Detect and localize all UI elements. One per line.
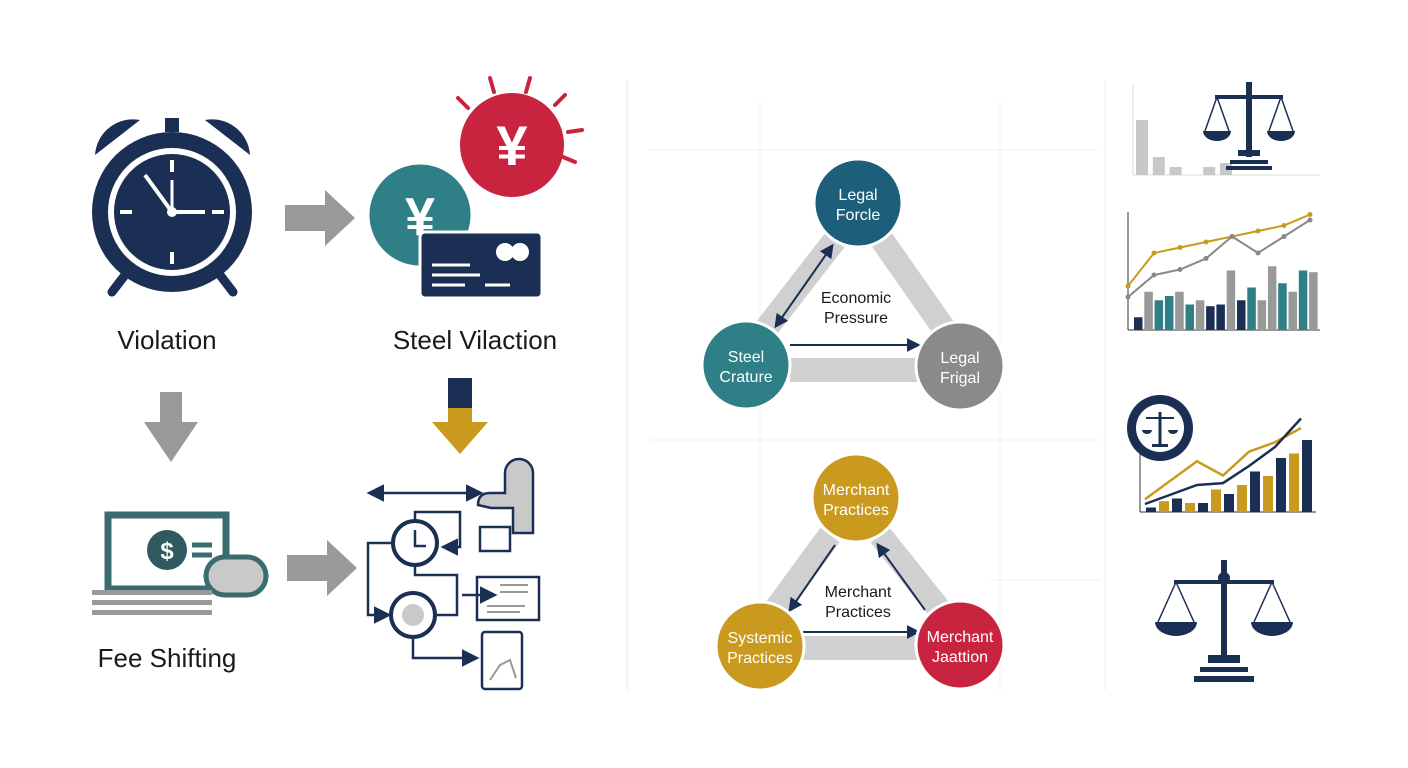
data-point [1307, 217, 1313, 223]
bar [1226, 270, 1236, 330]
bar-chart-1 [1132, 85, 1320, 176]
bar [1211, 489, 1221, 512]
data-point [1281, 223, 1287, 228]
data-point [1177, 267, 1183, 272]
bar [1172, 498, 1182, 512]
arrow-down-icon [432, 378, 488, 454]
bar [1288, 291, 1297, 330]
data-point [1229, 234, 1235, 239]
bar [1185, 503, 1195, 512]
data-point [1151, 250, 1157, 256]
bar [1144, 291, 1153, 330]
node-legal-forcle-line2: Forcle [836, 207, 881, 224]
bar [1237, 300, 1246, 330]
bar [1276, 458, 1286, 512]
data-point [1255, 228, 1261, 234]
label-fee-shifting: Fee Shifting [98, 643, 237, 673]
bar-line-chart-2 [1125, 212, 1320, 331]
bar [1169, 167, 1182, 175]
bar [1289, 453, 1299, 512]
bar [1203, 167, 1216, 175]
bar [1198, 503, 1208, 512]
scales-of-justice-icon [1203, 82, 1295, 170]
bar [1247, 287, 1256, 330]
bar [1298, 270, 1308, 330]
yen-symbol: ¥ [496, 114, 527, 177]
currency-icon: ¥ ¥ [366, 76, 584, 300]
series-line [1144, 426, 1302, 501]
center-label-line2: Practices [825, 604, 891, 621]
node-steel-crature: Steel [728, 349, 764, 366]
process-flowchart-icon [366, 457, 541, 691]
data-point [1125, 294, 1131, 300]
data-point [1203, 256, 1209, 261]
series-line [1144, 417, 1302, 506]
series-line [1127, 219, 1311, 298]
dollar-symbol: $ [160, 538, 174, 565]
node-merchant-practices: Merchant [823, 482, 890, 499]
bar [1237, 485, 1247, 512]
center-label-line2: Pressure [824, 310, 888, 327]
bar [1267, 266, 1277, 330]
money-icon: $ [92, 511, 269, 615]
data-point [1307, 212, 1313, 217]
node-legal-frigal: Legal [940, 350, 979, 367]
data-point [1255, 250, 1261, 256]
data-point [1281, 234, 1287, 239]
series-line [1127, 213, 1311, 287]
arrow-right-icon [287, 540, 357, 596]
economic-pressure-diagram: Legal Forcle Steel Crature Legal Frigal … [700, 157, 1006, 412]
alarm-clock-icon [92, 118, 252, 297]
node-legal-forcle: Legal [838, 187, 877, 204]
label-steel-vilaction: Steel Vilaction [393, 325, 557, 355]
bar [1263, 476, 1273, 512]
bar [1146, 507, 1156, 512]
bar [1159, 501, 1169, 512]
arrow-right-icon [285, 190, 355, 246]
bar [1154, 300, 1164, 330]
scales-of-justice-icon [1155, 560, 1293, 682]
node-steel-crature-line2: Crature [719, 369, 772, 386]
arrow-down-icon [144, 392, 198, 462]
node-systemic-practices-line2: Practices [727, 650, 793, 667]
bar [1164, 296, 1174, 330]
bar [1257, 300, 1267, 330]
bar [1134, 317, 1143, 330]
node-merchant-jaattion-line2: Jaattion [932, 649, 988, 666]
bar [1278, 283, 1287, 330]
bar [1152, 157, 1165, 175]
data-point [1177, 245, 1183, 250]
bar [1309, 272, 1318, 330]
bar [1224, 494, 1234, 512]
data-point [1203, 239, 1209, 245]
center-label: Merchant [825, 584, 892, 601]
node-systemic-practices: Systemic [728, 630, 793, 647]
node-merchant-practices-line2: Practices [823, 502, 889, 519]
label-violation: Violation [117, 325, 216, 355]
bar [1136, 120, 1148, 175]
bar [1195, 300, 1205, 330]
bar [1175, 291, 1184, 330]
bar [1206, 306, 1215, 330]
node-merchant-jaattion: Merchant [927, 629, 994, 646]
seal-icon [1127, 395, 1193, 461]
bar [1185, 304, 1194, 330]
data-point [1125, 283, 1131, 289]
bar [1302, 440, 1312, 512]
growth-chart-3 [1139, 417, 1316, 513]
center-label: Economic [821, 290, 891, 307]
data-point [1151, 272, 1157, 278]
bar [1250, 471, 1260, 512]
node-legal-frigal-line2: Frigal [940, 370, 980, 387]
merchant-practices-diagram: Merchant Practices Systemic Practices Me… [714, 452, 1006, 692]
bar [1216, 304, 1225, 330]
